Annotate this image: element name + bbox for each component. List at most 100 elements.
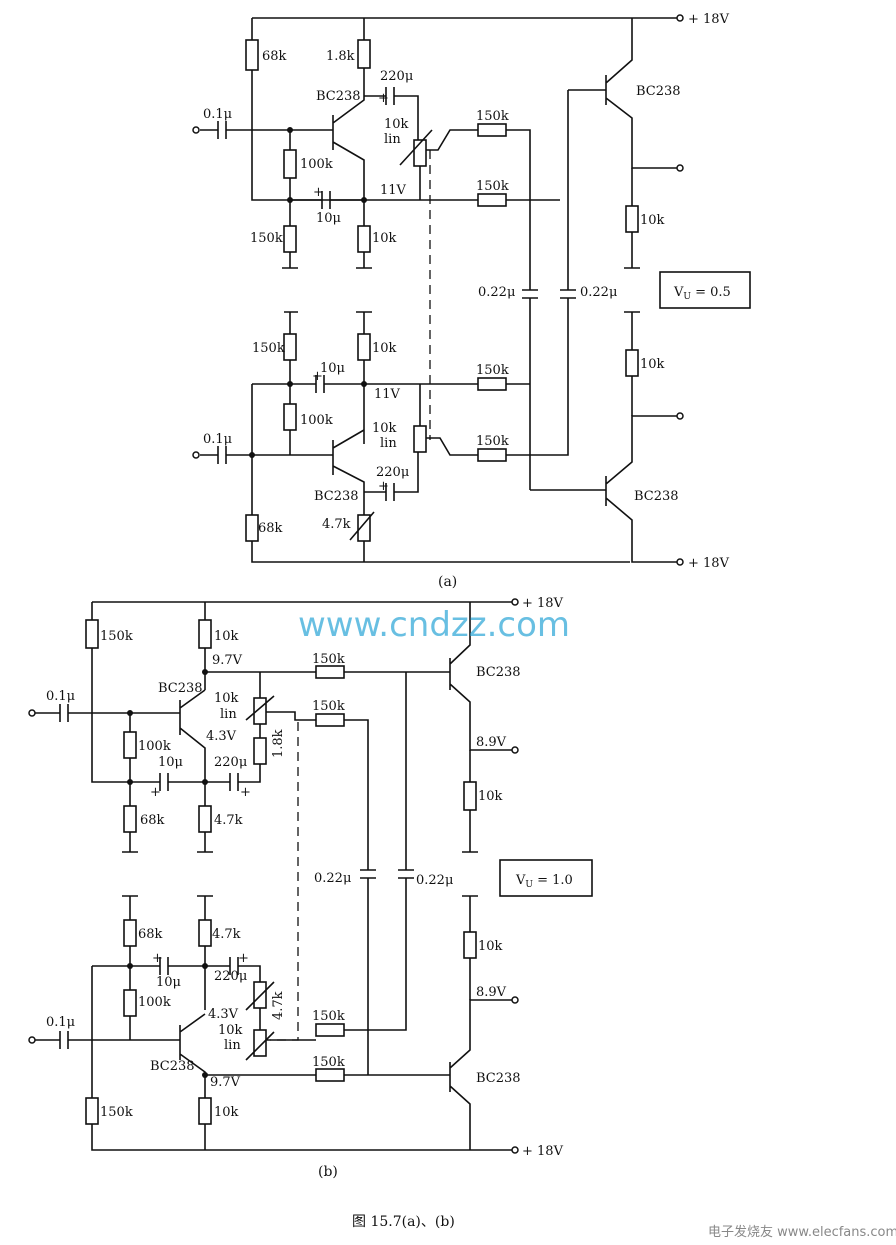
label-c01u: 0.1μ <box>46 689 75 704</box>
label-c022u: 0.22μ <box>416 873 453 888</box>
label-r10k: 10k <box>372 231 397 246</box>
label-r1-8k: 1.8k <box>271 729 286 758</box>
label-r68k: 68k <box>140 813 165 828</box>
label-a: (a) <box>438 574 457 590</box>
label-v8-9: 8.9V <box>476 735 507 750</box>
label-b: (b) <box>318 1164 338 1180</box>
label-r4-7k: 4.7k <box>212 927 241 942</box>
label-r100k: 100k <box>138 739 171 754</box>
label-r150k: 150k <box>312 1055 345 1070</box>
label-pot-value: 10k <box>372 421 397 436</box>
label-bc238: BC238 <box>158 681 203 696</box>
label-r4-7k: 4.7k <box>214 813 243 828</box>
label-r10k: 10k <box>640 357 665 372</box>
label-r10k: 10k <box>372 341 397 356</box>
vu-value-a: = 0.5 <box>691 285 731 300</box>
label-v11: 11V <box>374 387 401 402</box>
label-c10u: 10μ <box>158 755 183 770</box>
label-c220u: 220μ <box>380 69 413 84</box>
connection-dots <box>127 127 367 1078</box>
label-plus: + <box>378 479 389 494</box>
label-pot-taper: lin <box>224 1038 241 1053</box>
label-pot-taper: lin <box>220 707 237 722</box>
label-r10k: 10k <box>478 939 503 954</box>
label-c220u: 220μ <box>214 969 247 984</box>
label-r4-7k: 4.7k <box>271 991 286 1020</box>
label-c220u: 220μ <box>214 755 247 770</box>
label-r100k: 100k <box>300 413 333 428</box>
label-r150k: 150k <box>312 1009 345 1024</box>
label-pot-value: 10k <box>214 691 239 706</box>
label-c10u: 10μ <box>156 975 181 990</box>
label-v11: 11V <box>380 183 407 198</box>
label-r4-7k: 4.7k <box>322 517 351 532</box>
site-logo: 电子发烧友 www.elecfans.com <box>708 1224 896 1240</box>
label-r68k: 68k <box>258 521 283 536</box>
label-r1-8k: 1.8k <box>326 49 355 64</box>
label-r150k: 150k <box>476 179 509 194</box>
label-c022u: 0.22μ <box>314 871 351 886</box>
label-supply: + 18V <box>688 556 730 571</box>
label-transistor-out: BC238 <box>476 1071 521 1086</box>
vu-box-a: VU = 0.5 <box>673 285 731 302</box>
label-pot-taper: lin <box>380 436 397 451</box>
vu-sub: U <box>525 880 533 890</box>
label-c01u: 0.1μ <box>203 107 232 122</box>
vu-sub: U <box>683 292 691 302</box>
label-c01u: 0.1μ <box>46 1015 75 1030</box>
label-r150k: 150k <box>476 434 509 449</box>
vu-value-b: = 1.0 <box>533 873 573 888</box>
label-r150k: 150k <box>250 231 283 246</box>
label-v4-3: 4.3V <box>206 729 237 744</box>
label-supply: + 18V <box>522 596 564 611</box>
label-transistor-out: BC238 <box>634 489 679 504</box>
label-supply: + 18V <box>522 1144 564 1159</box>
schematic-b <box>32 601 593 1151</box>
label-c022u: 0.22μ <box>478 285 515 300</box>
label-c220u: 220μ <box>376 465 409 480</box>
label-pot-value: 10k <box>384 117 409 132</box>
label-c022u: 0.22μ <box>580 285 617 300</box>
label-v4-3: 4.3V <box>208 1007 239 1022</box>
label-r150k: 150k <box>100 1105 133 1120</box>
label-r150k: 150k <box>312 699 345 714</box>
label-pot-taper: lin <box>384 132 401 147</box>
label-plus: + <box>152 951 163 966</box>
label-plus: + <box>378 91 389 106</box>
vu-symbol: V <box>515 873 526 888</box>
label-plus: + <box>312 369 323 384</box>
label-bc238: BC238 <box>314 489 359 504</box>
label-r68k: 68k <box>138 927 163 942</box>
label-c01u: 0.1μ <box>203 432 232 447</box>
label-plus: + <box>313 185 324 200</box>
label-r150k: 150k <box>252 341 285 356</box>
label-plus: + <box>150 785 161 800</box>
label-r150k: 150k <box>312 652 345 667</box>
label-transistor-out: BC238 <box>636 84 681 99</box>
label-v8-9: 8.9V <box>476 985 507 1000</box>
label-r100k: 100k <box>300 157 333 172</box>
label-plus: + <box>240 785 251 800</box>
label-r10k: 10k <box>478 789 503 804</box>
vu-box-b: VU = 1.0 <box>515 873 573 890</box>
watermark: www.cndzz.com <box>298 605 570 645</box>
vu-symbol: V <box>673 285 684 300</box>
label-v9-7: 9.7V <box>210 1075 241 1090</box>
label-bc238: BC238 <box>316 89 361 104</box>
label-bc238: BC238 <box>150 1059 195 1074</box>
label-r150k: 150k <box>476 109 509 124</box>
label-c10u: 10μ <box>320 361 345 376</box>
label-r150k: 150k <box>476 363 509 378</box>
label-r10k: 10k <box>640 213 665 228</box>
label-c10u: 10μ <box>316 211 341 226</box>
label-r10k: 10k <box>214 1105 239 1120</box>
label-pot-value: 10k <box>218 1023 243 1038</box>
label-r150k: 150k <box>100 629 133 644</box>
figure-caption: 图 15.7(a)、(b) <box>352 1214 455 1230</box>
label-r100k: 100k <box>138 995 171 1010</box>
schematic-a <box>200 17 751 563</box>
label-r68k: 68k <box>262 49 287 64</box>
label-plus: + <box>238 951 249 966</box>
label-r10k: 10k <box>214 629 239 644</box>
